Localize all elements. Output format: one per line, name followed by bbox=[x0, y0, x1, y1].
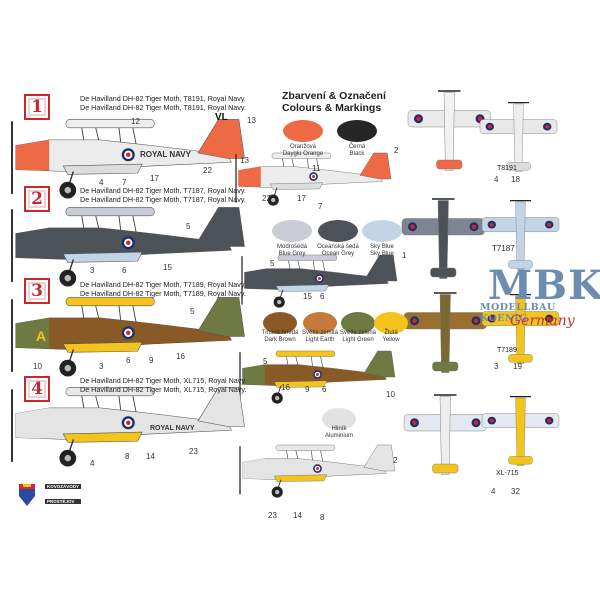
callout-number: 15 bbox=[303, 292, 312, 301]
callout-number: 7 bbox=[122, 178, 127, 187]
callout-number: 8 bbox=[125, 452, 130, 461]
scheme2-bottom-view bbox=[481, 199, 560, 271]
callout-number: 14 bbox=[293, 511, 302, 520]
callout-number: 23 bbox=[189, 447, 198, 456]
callout-number: 17 bbox=[297, 194, 306, 203]
callout-number: 3 bbox=[99, 362, 104, 371]
callout-number: 6 bbox=[126, 356, 131, 365]
callout-number: 22 bbox=[203, 166, 212, 175]
callout-number: 14 bbox=[146, 452, 155, 461]
callout-number: 6 bbox=[320, 292, 325, 301]
callout-number: 18 bbox=[511, 175, 520, 184]
colour-swatch bbox=[318, 220, 358, 242]
callout-number: 9 bbox=[149, 356, 154, 365]
scheme-number-badge: 2 bbox=[24, 186, 50, 212]
scheme-caption: De Havilland DH-82 Tiger Moth, T8191, Ro… bbox=[80, 94, 246, 112]
callout-number: 5 bbox=[263, 357, 268, 366]
callout-number: 13 bbox=[247, 116, 256, 125]
callout-number: 2 bbox=[394, 146, 399, 155]
scheme-number-badge: 4 bbox=[24, 376, 50, 402]
callout-number: 13 bbox=[240, 156, 249, 165]
colour-swatch bbox=[263, 312, 297, 334]
scheme-caption: De Havilland DH-82 Tiger Moth, T7187, Ro… bbox=[80, 186, 246, 204]
callout-number: 8 bbox=[320, 513, 325, 522]
callout-number: 4 bbox=[491, 487, 496, 496]
scheme2-side-profile bbox=[11, 206, 246, 288]
callout-number: 4 bbox=[99, 178, 104, 187]
colour-swatch bbox=[374, 312, 408, 334]
scheme-number-badge: 1 bbox=[24, 94, 50, 120]
colour-swatch bbox=[303, 312, 337, 334]
serial-marking: T7187 bbox=[492, 244, 515, 253]
serial-marking: T7189 bbox=[497, 347, 517, 354]
callout-number: 17 bbox=[150, 174, 159, 183]
callout-number: 2 bbox=[393, 456, 398, 465]
scheme-caption: De Havilland DH-82 Tiger Moth, XL715, Ro… bbox=[80, 376, 247, 394]
callout-number: 7 bbox=[318, 202, 323, 211]
callout-number: 9 bbox=[305, 385, 310, 394]
colour-swatch bbox=[362, 220, 402, 242]
callout-number: 5 bbox=[190, 307, 195, 316]
callout-number: 6 bbox=[322, 385, 327, 394]
callout-number: 19 bbox=[513, 362, 522, 371]
kovozavody-logo: KOVOZÁVODY PROSTĚJOV bbox=[13, 482, 81, 507]
colour-swatch bbox=[337, 120, 377, 142]
scheme1-other-side bbox=[235, 152, 392, 207]
tail-code-marking: VL bbox=[215, 112, 228, 123]
scheme4-top-view bbox=[403, 394, 488, 476]
callout-number: 32 bbox=[511, 487, 520, 496]
royal-navy-marking: ROYAL NAVY bbox=[150, 425, 195, 432]
callout-number: 4 bbox=[90, 459, 95, 468]
callout-number: 3 bbox=[90, 266, 95, 275]
callout-number: 10 bbox=[33, 362, 42, 371]
callout-number: 23 bbox=[268, 511, 277, 520]
top-serial-marking: T8191 bbox=[497, 165, 517, 172]
callout-number: 22 bbox=[262, 194, 271, 203]
scheme1-top-view bbox=[407, 90, 492, 172]
scheme4-bottom-view bbox=[481, 395, 560, 467]
scheme1-bottom-view bbox=[479, 101, 558, 173]
callout-number: 4 bbox=[494, 175, 499, 184]
callout-number: 16 bbox=[176, 352, 185, 361]
callout-number: 12 bbox=[131, 117, 140, 126]
colour-swatch bbox=[341, 312, 375, 334]
scheme-number-badge: 3 bbox=[24, 278, 50, 304]
colour-swatch bbox=[283, 120, 323, 142]
callout-number: 11 bbox=[312, 164, 321, 173]
callout-number: 1 bbox=[402, 251, 407, 260]
top-serial-marking: XL-715 bbox=[496, 470, 519, 477]
callout-number: 10 bbox=[386, 390, 395, 399]
colour-swatch bbox=[322, 408, 356, 430]
callout-number: 6 bbox=[122, 266, 127, 275]
callout-number: 5 bbox=[270, 259, 275, 268]
scheme-caption: De Havilland DH-82 Tiger Moth, T7189, Ro… bbox=[80, 280, 246, 298]
code-letter-marking: A bbox=[36, 328, 47, 344]
callout-number: 3 bbox=[494, 362, 499, 371]
royal-navy-marking: ROYAL NAVY bbox=[140, 150, 191, 159]
scheme4-other-side bbox=[239, 444, 396, 499]
scheme2-top-view bbox=[401, 198, 486, 280]
callout-number: 16 bbox=[281, 383, 290, 392]
callout-number: 5 bbox=[186, 222, 191, 231]
callout-number: 15 bbox=[163, 263, 172, 272]
colour-swatch bbox=[272, 220, 312, 242]
